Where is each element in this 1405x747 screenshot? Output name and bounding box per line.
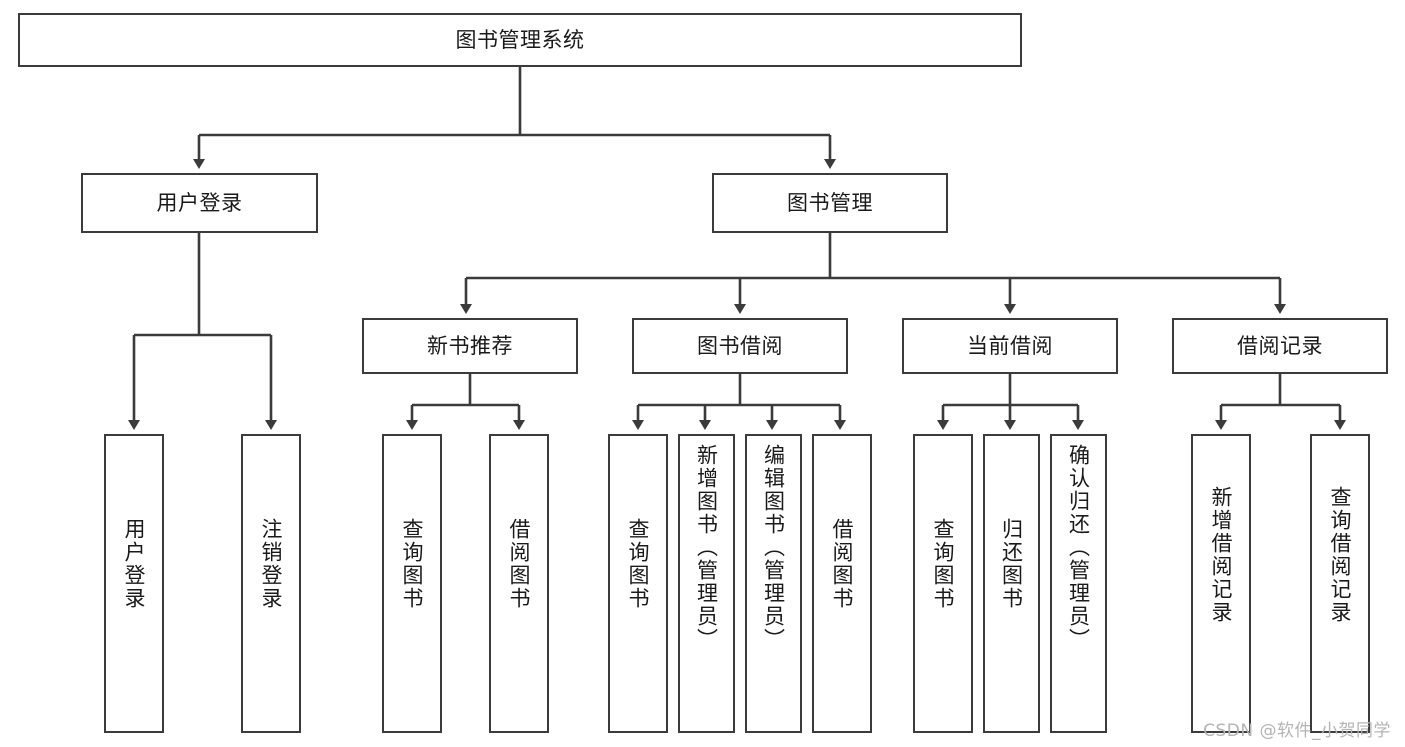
node-label: 新增图书（管理员） — [694, 444, 719, 651]
leaf-query-book-recommend[interactable]: 查询图书 — [382, 434, 442, 733]
leaf-add-book-admin[interactable]: 新增图书（管理员） — [678, 434, 735, 733]
node-label: 确认归还（管理员） — [1066, 444, 1091, 651]
node-root-system[interactable]: 图书管理系统 — [18, 13, 1022, 67]
node-borrow-record[interactable]: 借阅记录 — [1172, 318, 1388, 374]
node-label: 查询借阅记录 — [1328, 486, 1353, 624]
node-label: 新书推荐 — [427, 333, 513, 358]
node-label: 查询图书 — [400, 518, 425, 610]
leaf-add-borrow-record[interactable]: 新增借阅记录 — [1191, 434, 1251, 733]
leaf-query-book-borrow[interactable]: 查询图书 — [608, 434, 668, 733]
node-new-book-recommend[interactable]: 新书推荐 — [362, 318, 578, 374]
node-label: 注销登录 — [259, 518, 284, 610]
node-label: 图书管理系统 — [455, 27, 585, 52]
node-label: 用户登录 — [122, 518, 147, 610]
leaf-logout[interactable]: 注销登录 — [241, 434, 301, 733]
node-book-borrow[interactable]: 图书借阅 — [632, 318, 848, 374]
node-label: 借阅图书 — [830, 518, 855, 610]
leaf-borrow-book-recommend[interactable]: 借阅图书 — [489, 434, 549, 733]
node-label: 当前借阅 — [967, 333, 1053, 358]
node-label: 借阅记录 — [1237, 333, 1323, 358]
node-label: 图书借阅 — [697, 333, 783, 358]
node-label: 查询图书 — [626, 518, 651, 610]
csdn-watermark: CSDN @软件_小贺同学 — [1203, 721, 1391, 741]
node-label: 借阅图书 — [507, 518, 532, 610]
node-label: 用户登录 — [156, 190, 243, 215]
leaf-confirm-return-admin[interactable]: 确认归还（管理员） — [1050, 434, 1107, 733]
leaf-borrow-book[interactable]: 借阅图书 — [812, 434, 872, 733]
leaf-query-borrow-record[interactable]: 查询借阅记录 — [1310, 434, 1370, 733]
node-label: 图书管理 — [787, 190, 873, 215]
node-label: 归还图书 — [999, 518, 1024, 610]
leaf-user-login[interactable]: 用户登录 — [104, 434, 164, 733]
node-book-management[interactable]: 图书管理 — [712, 173, 948, 233]
leaf-return-book[interactable]: 归还图书 — [983, 434, 1040, 733]
leaf-edit-book-admin[interactable]: 编辑图书（管理员） — [745, 434, 802, 733]
node-label: 新增借阅记录 — [1209, 486, 1234, 624]
node-user-login[interactable]: 用户登录 — [81, 173, 318, 233]
node-label: 查询图书 — [931, 518, 956, 610]
node-label: 编辑图书（管理员） — [761, 444, 786, 651]
node-current-borrow[interactable]: 当前借阅 — [902, 318, 1118, 374]
leaf-query-book-current[interactable]: 查询图书 — [913, 434, 973, 733]
